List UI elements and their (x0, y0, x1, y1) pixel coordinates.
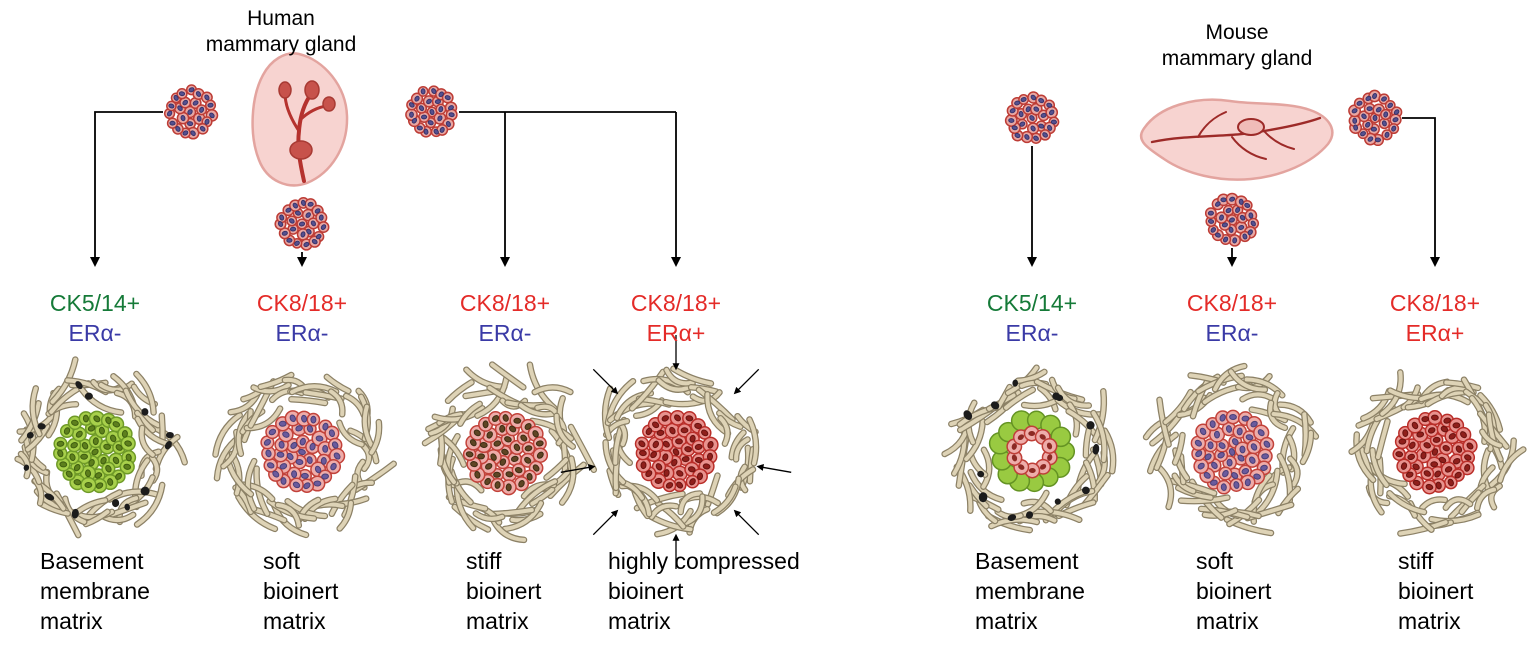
human-col2-marker-label: CK8/18+ ERα- (257, 288, 347, 348)
human-basement-membrane-matrix-illustration (14, 356, 188, 539)
ck-marker-text: CK8/18+ (630, 290, 722, 316)
mouse-col2-marker-label: CK8/18+ ERα- (1187, 288, 1277, 348)
cell-cluster (1190, 409, 1275, 495)
mouse-col3-marker-label: CK8/18+ ERα+ (1390, 288, 1480, 348)
organoid-spheroid (1204, 192, 1260, 247)
er-marker-text: ERα+ (1405, 320, 1465, 346)
er-marker-text: ERα- (275, 320, 329, 346)
human-compressed-matrix-illustration (601, 365, 760, 538)
human-section-title: Human mammary gland (205, 7, 357, 56)
mouse-col3-caption: stiff bioinert matrix (1398, 548, 1474, 634)
er-marker-text: ERα- (478, 320, 532, 346)
mouse-gland-illustration (1139, 98, 1334, 181)
er-marker-text: ERα- (68, 320, 122, 346)
organoid-spheroid (1004, 91, 1060, 144)
human-soft-matrix-illustration (212, 371, 397, 539)
mouse-col1-caption: Basement membrane matrix (975, 548, 1085, 634)
er-marker-text: ERα+ (646, 320, 706, 346)
ck-marker-text: CK8/18+ (256, 290, 348, 316)
mouse-section-title: Mouse mammary gland (1161, 21, 1313, 70)
organoid-spheroid (1348, 89, 1403, 147)
flow-arrows (90, 111, 1440, 267)
cell-cluster (53, 410, 137, 494)
organoid-spheroid (405, 85, 458, 138)
human-col3-marker-label: CK8/18+ ERα- (460, 288, 550, 348)
ck-marker-text: CK5/14+ (986, 290, 1078, 316)
mouse-stiff-matrix-illustration (1348, 369, 1527, 537)
organoid-spheroid (163, 84, 219, 140)
ck-marker-text: CK8/18+ (1389, 290, 1481, 316)
ck-marker-text: CK5/14+ (49, 290, 141, 316)
mouse-col2-caption: soft bioinert matrix (1196, 548, 1272, 634)
human-gland-illustration (251, 52, 349, 187)
compression-arrows (560, 335, 792, 569)
cell-cluster (634, 410, 719, 493)
mouse-soft-matrix-illustration (1142, 362, 1320, 537)
human-col1-caption: Basement membrane matrix (40, 548, 150, 634)
cell-cluster (260, 410, 346, 493)
human-col4-caption: highly compressed bioinert matrix (608, 548, 800, 634)
organoid-spheroid (274, 196, 330, 251)
mouse-col1-marker-label: CK5/14+ ERα- (987, 288, 1077, 348)
human-col2-caption: soft bioinert matrix (263, 548, 339, 634)
human-col3-caption: stiff bioinert matrix (466, 548, 542, 634)
er-marker-text: ERα- (1005, 320, 1059, 346)
human-stiff-matrix-illustration (421, 361, 598, 544)
human-col1-marker-label: CK5/14+ ERα- (50, 288, 140, 348)
ck-marker-text: CK8/18+ (1186, 290, 1278, 316)
er-marker-text: ERα- (1205, 320, 1259, 346)
human-col4-marker-label: CK8/18+ ERα+ (631, 288, 721, 348)
mouse-basement-membrane-matrix-illustration (941, 364, 1117, 534)
cell-cluster (462, 410, 549, 496)
ck-marker-text: CK8/18+ (459, 290, 551, 316)
cell-cluster (1392, 410, 1478, 495)
